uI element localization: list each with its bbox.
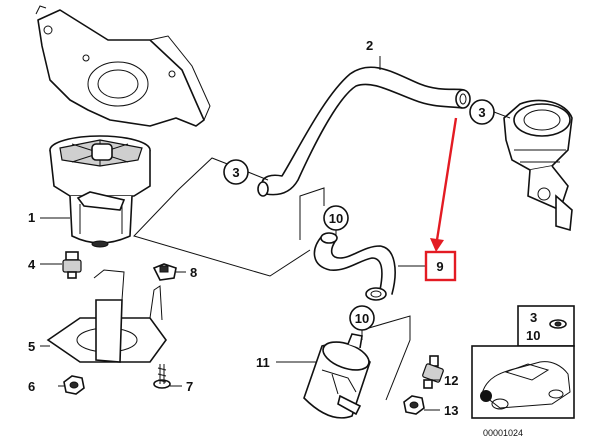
label-part-10a: 10 (329, 211, 343, 226)
support-bracket (46, 269, 167, 363)
label-part-10b: 10 (355, 311, 369, 326)
hose-part-9 (313, 232, 396, 301)
rubber-mount-part-4 (62, 251, 82, 279)
label-part-8: 8 (190, 265, 197, 280)
screw-part-7 (153, 364, 171, 389)
label-part-6: 6 (28, 379, 35, 394)
callout-part-10a: 10 (323, 205, 349, 231)
label-part-2: 2 (366, 38, 373, 53)
legend-label-top: 3 (530, 310, 537, 325)
label-part-9: 9 (436, 259, 443, 274)
hose-part-2 (257, 66, 471, 197)
car-location-thumbnail (471, 345, 575, 419)
label-part-11: 11 (256, 355, 270, 370)
label-part-3b: 3 (478, 105, 485, 120)
label-part-3a: 3 (232, 165, 239, 180)
check-valve (503, 99, 573, 232)
label-part-1: 1 (28, 210, 35, 225)
clip-part-8 (152, 263, 177, 281)
callout-part-3a: 3 (223, 159, 249, 185)
nut-part-13 (403, 395, 425, 415)
label-part-4: 4 (28, 257, 36, 272)
nut-part-6 (63, 375, 85, 395)
air-pump (49, 135, 151, 248)
label-part-5: 5 (28, 339, 35, 354)
reference-number: 00001024 (483, 428, 523, 438)
label-part-12: 12 (444, 373, 458, 388)
label-part-13: 13 (444, 403, 458, 418)
rubber-mount-part-12 (422, 355, 444, 389)
legend-box: 3 10 (517, 305, 575, 347)
mounting-bracket (35, 5, 211, 127)
callout-part-10b: 10 (349, 305, 375, 331)
highlight-box (424, 250, 457, 282)
label-part-7: 7 (186, 379, 193, 394)
leader-lines (40, 56, 511, 411)
highlight-arrow (430, 117, 458, 252)
callout-part-3b: 3 (469, 99, 495, 125)
legend-label-bottom: 10 (526, 328, 540, 343)
filter-part-11 (303, 333, 371, 419)
